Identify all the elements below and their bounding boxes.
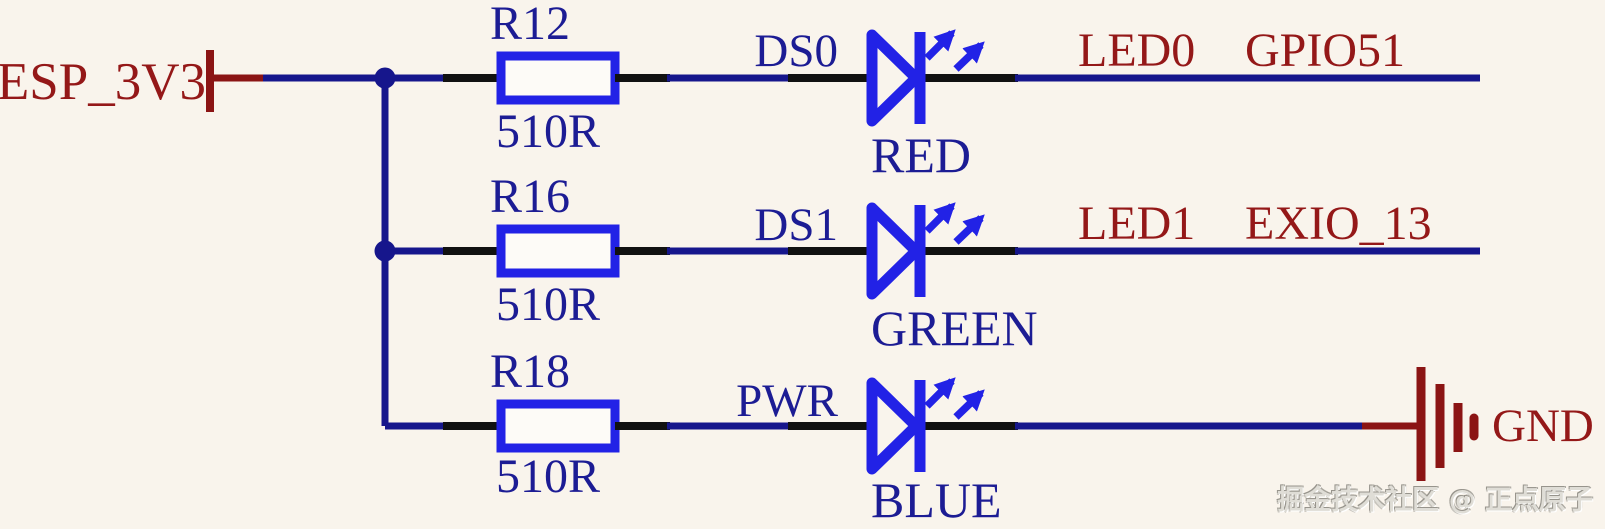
led-color-label: RED (871, 127, 971, 183)
power-net-label: ESP_3V3 (0, 53, 206, 111)
pin-label: EXIO_13 (1245, 197, 1432, 250)
led-branch-row-2: R16 510R DS1 GREEN LED1 EXIO_13 (385, 170, 1480, 356)
led-color-label: BLUE (871, 472, 1002, 528)
led-light-arrow-icon (953, 389, 985, 420)
led-symbol-ds0 (866, 29, 922, 127)
led-ref: PWR (736, 375, 839, 427)
watermark: 掘金技术社区 @ 正点原子 (1277, 485, 1593, 516)
net-label: LED1 (1078, 197, 1195, 250)
ground-net-label: GND (1492, 400, 1594, 452)
led-ref: DS1 (754, 199, 838, 251)
led-branch-row-3: R18 510R PWR BLUE (385, 345, 1365, 528)
led-symbol-pwr (866, 377, 922, 475)
power-source: ESP_3V3 (0, 50, 396, 426)
led-symbol-ds1 (866, 202, 922, 300)
led-light-arrow-icon (924, 29, 956, 61)
net-label: LED0 (1078, 24, 1195, 77)
resistor-ref: R12 (490, 0, 570, 50)
led-branch-row-1: R12 510R DS0 RED LED0 GPIO51 (385, 0, 1480, 183)
ground-symbol: GND (1362, 367, 1594, 481)
resistor-value: 510R (496, 278, 600, 331)
led-light-arrow-icon (953, 41, 985, 72)
led-ref: DS0 (754, 25, 838, 77)
led-light-arrow-icon (924, 377, 956, 409)
led-color-label: GREEN (871, 300, 1038, 356)
led-light-arrow-icon (924, 202, 956, 234)
resistor-body-r16 (496, 224, 620, 278)
led-light-arrow-icon (953, 214, 985, 245)
resistor-ref: R16 (490, 170, 570, 223)
pin-label: GPIO51 (1245, 24, 1405, 77)
resistor-body-r18 (496, 399, 620, 453)
resistor-value: 510R (496, 450, 600, 503)
resistor-body-r12 (496, 51, 620, 105)
resistor-ref: R18 (490, 345, 570, 398)
resistor-value: 510R (496, 105, 600, 158)
